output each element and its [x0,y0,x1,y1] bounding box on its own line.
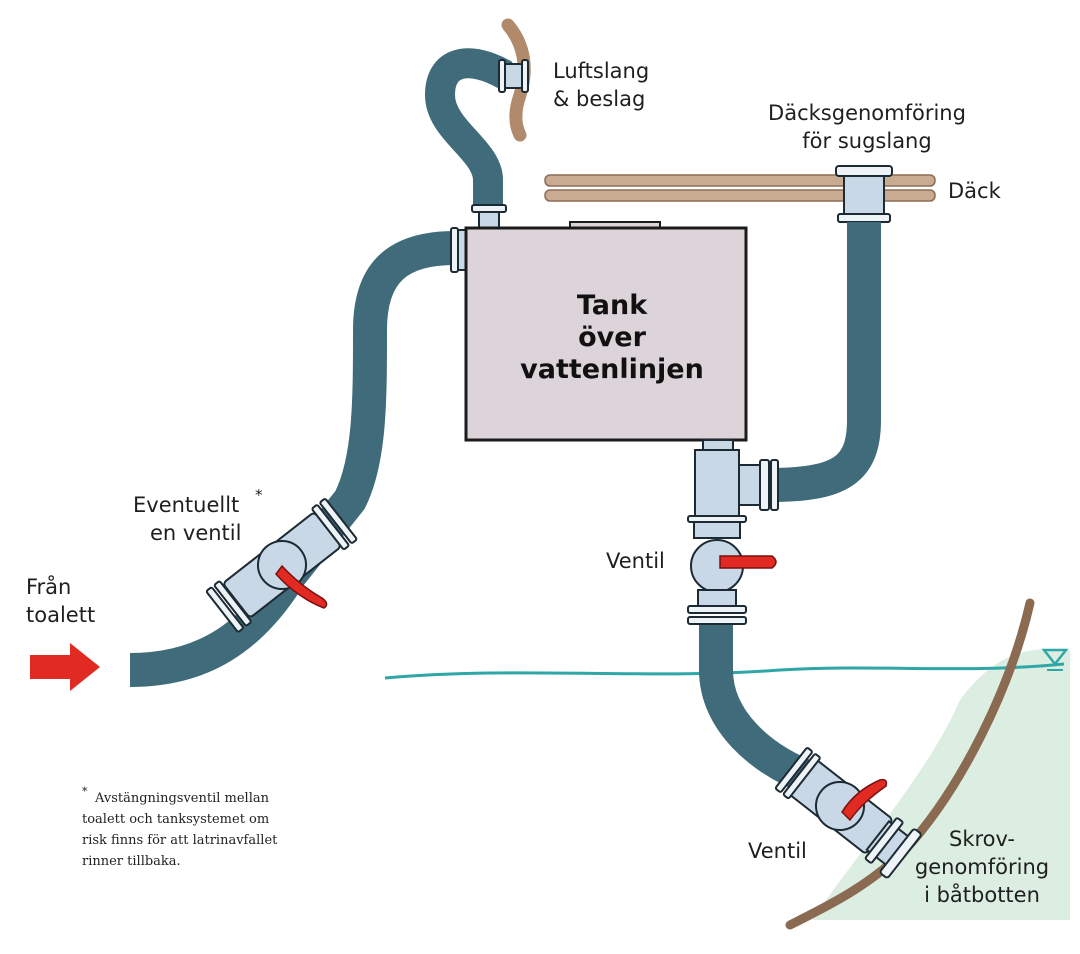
tank-label-line-1: Tank [577,290,648,321]
flow-arrow [30,643,100,691]
deck-fitting [835,165,893,223]
optional-valve-label-line-2: en ventil [150,521,241,545]
air-hose-label-line-1: Luftslang [553,59,649,83]
optional-valve-label-line-1: Eventuellt [133,493,239,517]
from-toilet-label-line-1: Från [26,574,71,599]
tee-fitting [694,439,779,521]
hull-fitting-label-line-1: Skrov- [949,827,1015,851]
lower-valve-handle [841,778,888,822]
tank [464,221,748,442]
air-hose [425,48,513,210]
deck-fitting-label-line-2: för sugslang [802,129,931,153]
tank-label-line-3: vattenlinjen [520,354,704,385]
footnote-line-4: rinner tillbaka. [82,854,181,869]
deck [544,174,936,202]
from-toilet-label-line-2: toalett [26,603,95,627]
footnote-line-1: Avstängningsventil mellan [94,791,270,806]
optional-valve-mark: * [255,486,263,504]
upper-valve [687,515,777,625]
tank-label-line-2: över [578,322,646,353]
footnote-line-3: risk finns för att latrinavfallet [82,833,278,848]
hull-fitting-label-line-2: genomföring [915,855,1049,879]
air-hose-label-line-2: & beslag [553,87,645,111]
lower-valve-label: Ventil [748,839,807,863]
deck-label: Däck [948,179,1002,203]
inlet-hose [129,231,456,687]
suction-hose [769,222,881,502]
deck-fitting-label-line-1: Däcksgenomföring [768,101,966,125]
footnote-mark: * [82,785,88,798]
upper-valve-label: Ventil [606,549,665,573]
footnote-line-2: toalett och tanksystemet om [82,812,269,827]
hull-fitting-label-line-3: i båtbotten [924,882,1040,907]
lower-valve [774,747,922,879]
optional-valve-handle [275,564,328,609]
air-vent-post [501,18,531,142]
waterline [384,662,1065,680]
waterline-marker [1041,648,1069,667]
